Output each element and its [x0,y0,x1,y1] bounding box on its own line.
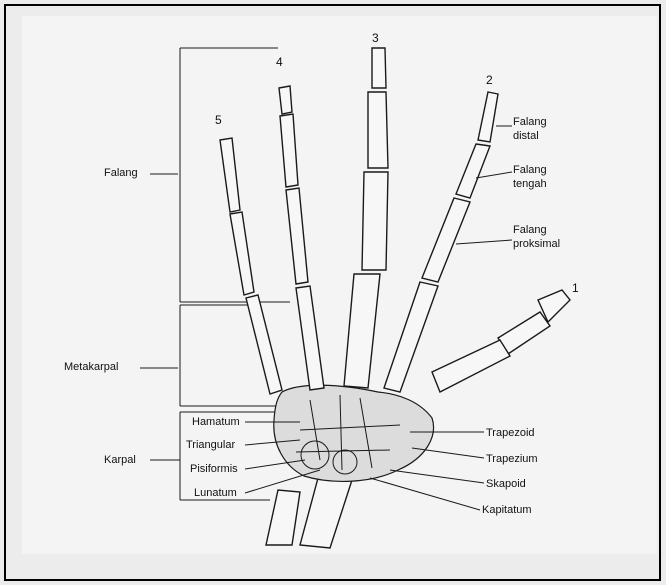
figure-frame [4,4,661,581]
